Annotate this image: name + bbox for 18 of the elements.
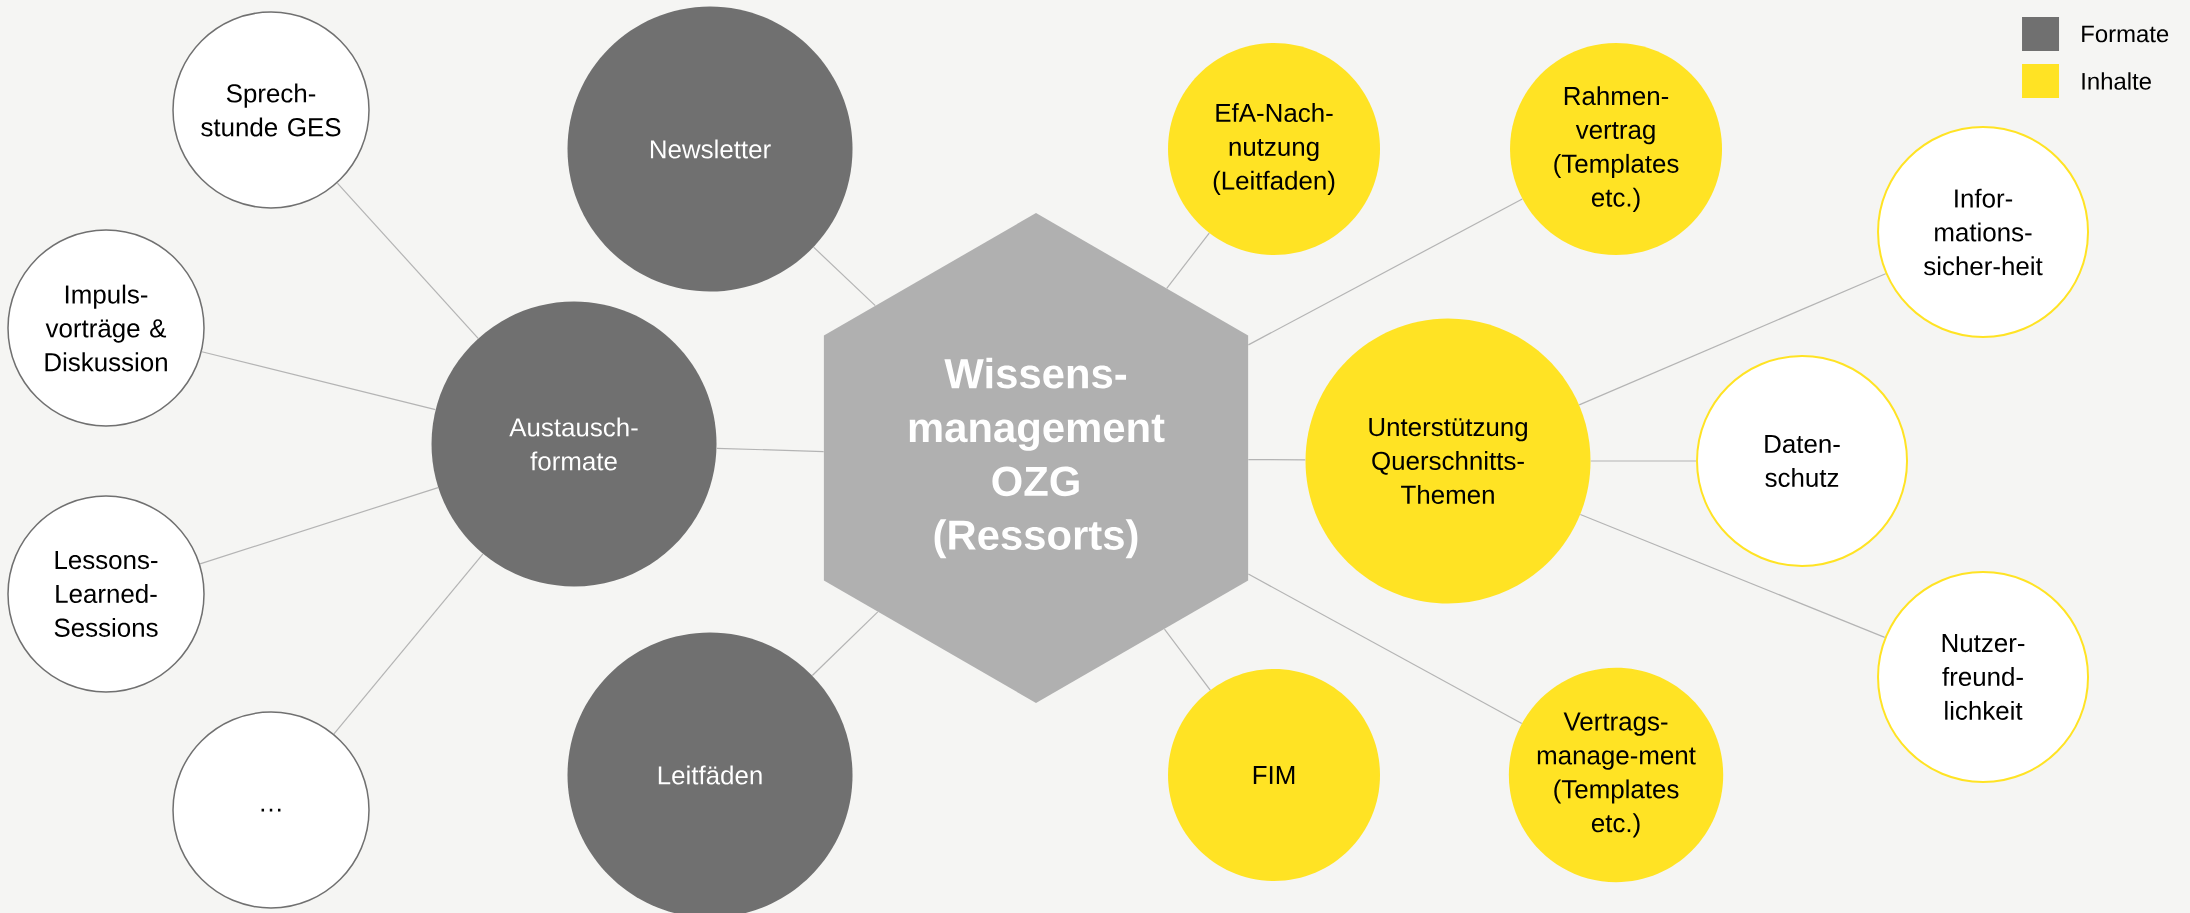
connector-line xyxy=(199,486,439,565)
connector-line xyxy=(1247,198,1523,346)
connector-line xyxy=(336,182,479,339)
connector-line xyxy=(1247,573,1523,725)
connector-line xyxy=(1247,458,1306,461)
connector-line xyxy=(716,447,825,453)
connector-line xyxy=(1579,513,1886,638)
legend-label: Formate xyxy=(2082,25,2169,43)
connector-line xyxy=(1166,232,1210,289)
connector-line xyxy=(1163,628,1211,691)
connector-line xyxy=(201,351,437,411)
connector-line xyxy=(813,246,876,307)
connector-line xyxy=(811,611,879,677)
connector-line xyxy=(1590,460,1697,462)
connector-line xyxy=(333,553,484,735)
center-hexagon: Wissens- management OZG (Ressorts) xyxy=(823,213,1249,703)
connector-line xyxy=(1578,273,1887,406)
legend-label: Inhalte xyxy=(2082,72,2151,90)
